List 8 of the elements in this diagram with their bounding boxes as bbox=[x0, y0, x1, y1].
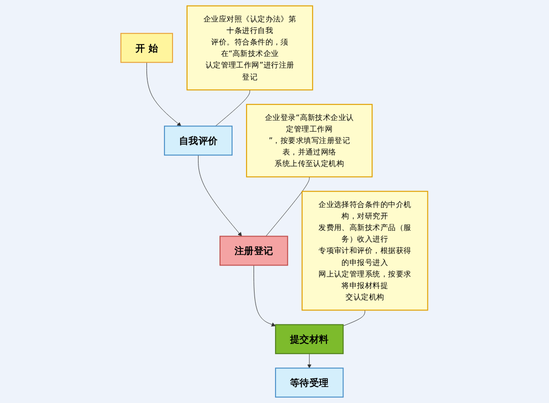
node-box: 提交材料 bbox=[275, 324, 344, 354]
connector bbox=[215, 90, 250, 126]
node-box: 注册登记 bbox=[220, 236, 288, 266]
node-box: 开 始 bbox=[120, 32, 174, 63]
node-box: 自我评价 bbox=[164, 126, 233, 156]
node-box: 等待受理 bbox=[275, 368, 344, 398]
connector bbox=[343, 310, 366, 326]
connector bbox=[266, 176, 310, 237]
